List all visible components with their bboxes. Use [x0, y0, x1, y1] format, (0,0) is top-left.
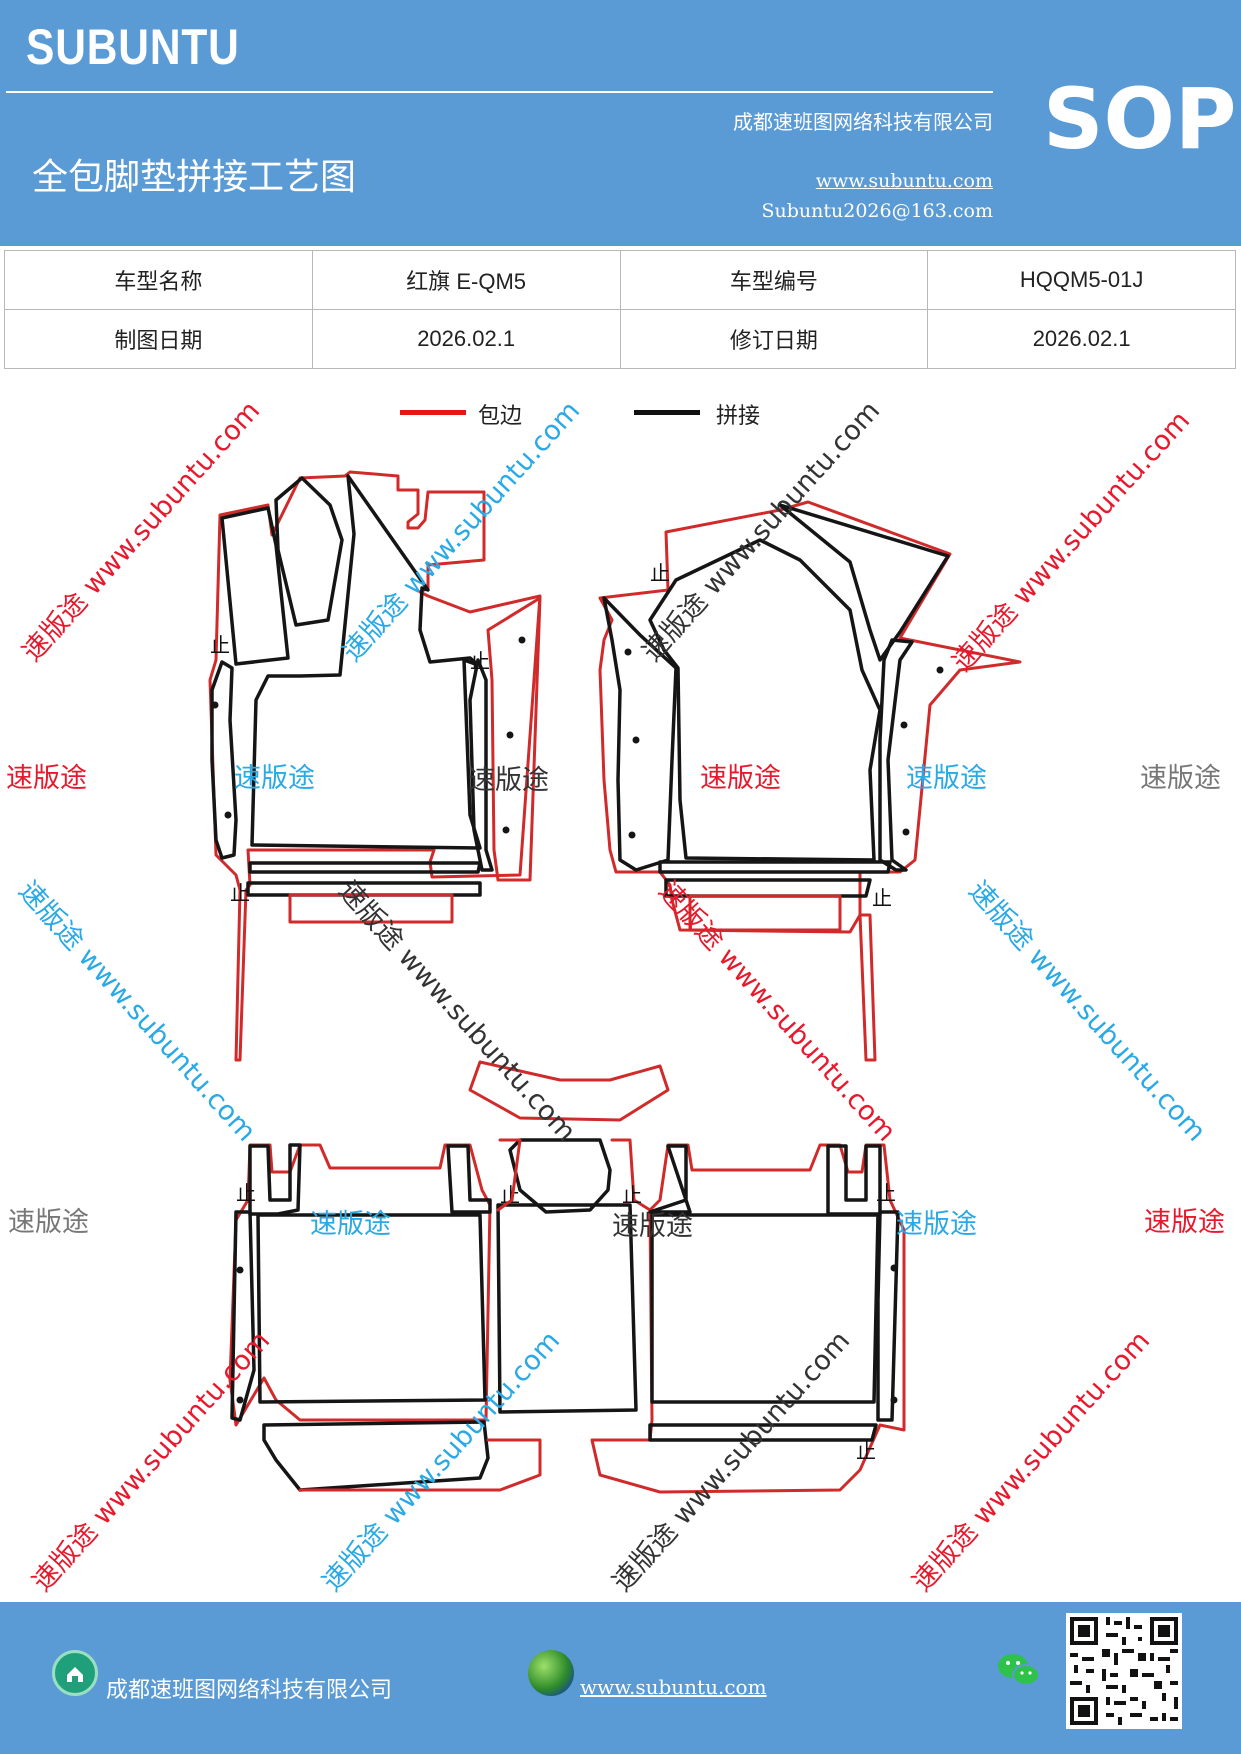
header-website-link[interactable]: www.subuntu.com [815, 170, 993, 192]
watermark-brand: 速版途 [1144, 1207, 1225, 1238]
stop-mark: 止 [872, 886, 892, 910]
revision-date-value: 2026.02.1 [927, 309, 1236, 369]
header-email[interactable]: Subuntu2026@163.com [761, 200, 993, 222]
legend-seam-label: 拼接 [716, 404, 761, 429]
vehicle-info-table: 车型名称 红旗 E-QM5 车型编号 HQQM5-01J 制图日期 2026.0… [4, 250, 1236, 369]
watermark-brand: 速版途 [8, 1207, 89, 1238]
footer-company-name: 成都速班图网络科技有限公司 [106, 1678, 393, 1703]
header-band [0, 0, 1241, 246]
watermark-brand: 速版途 [310, 1209, 391, 1240]
watermark-brand: 速版途 [468, 765, 549, 796]
rear-center-top-piece [468, 1060, 670, 1214]
model-code-label: 车型编号 [619, 250, 929, 310]
stop-mark: 止 [210, 633, 230, 657]
legend-edge-swatch [400, 410, 466, 415]
stop-mark: 止 [876, 1181, 896, 1205]
stop-mark: 止 [470, 649, 490, 673]
watermark-brand: 速版途 [1140, 763, 1221, 794]
watermark-brand: 速版途 [612, 1211, 693, 1242]
model-name-label: 车型名称 [4, 250, 313, 310]
model-code-value: HQQM5-01J [927, 250, 1236, 310]
watermark-brand: 速版途 [234, 763, 315, 794]
home-icon [52, 1650, 98, 1696]
legend-seam-swatch [634, 410, 700, 415]
globe-icon [528, 1650, 574, 1696]
draw-date-label: 制图日期 [4, 309, 313, 369]
footer-website-link[interactable]: www.subuntu.com [580, 1675, 767, 1699]
table-row: 制图日期 2026.02.1 修订日期 2026.02.1 [4, 309, 1236, 369]
header-company-name: 成都速班图网络科技有限公司 [733, 110, 993, 134]
table-row: 车型名称 红旗 E-QM5 车型编号 HQQM5-01J [4, 250, 1236, 310]
watermark-brand: 速版途 [6, 763, 87, 794]
watermark-brand: 速版途 [700, 763, 781, 794]
watermark-brand: 速版途 [896, 1209, 977, 1240]
rear-left-mat: 止 止 [228, 1143, 542, 1492]
page-title: 全包脚垫拼接工艺图 [32, 157, 357, 198]
rear-center-mat [496, 1138, 652, 1414]
stop-mark: 止 [622, 1183, 642, 1207]
brand-logo-text: SUBUNTU [26, 19, 240, 75]
front-left-mat: 止 止 止 [208, 470, 542, 1062]
model-name-value: 红旗 E-QM5 [311, 250, 621, 310]
stop-mark: 止 [500, 1183, 520, 1207]
stop-mark: 止 [236, 1181, 256, 1205]
watermark-brand: 速版途 [906, 763, 987, 794]
floor-mat-diagram: 止 止 止 止 止 [208, 470, 1022, 1494]
rear-right-mat: 止 止 止 [590, 1143, 906, 1494]
qr-code-icon [1066, 1613, 1182, 1729]
draw-date-value: 2026.02.1 [311, 309, 621, 369]
stop-mark: 止 [856, 1439, 876, 1463]
sop-badge: SOP [1043, 70, 1237, 168]
front-right-mat: 止 止 [598, 500, 1022, 1062]
wechat-icon[interactable] [996, 1650, 1042, 1690]
stop-mark: 止 [230, 881, 250, 905]
revision-date-label: 修订日期 [619, 309, 929, 369]
legend-edge-label: 包边 [478, 404, 523, 429]
stop-mark: 止 [650, 561, 670, 585]
header-divider [6, 91, 993, 93]
